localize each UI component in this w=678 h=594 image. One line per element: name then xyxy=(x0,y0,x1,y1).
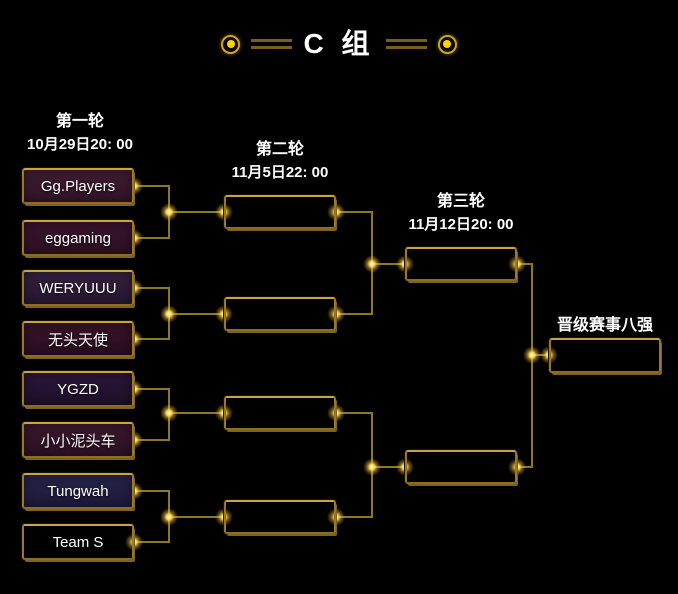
team-box-wutoutianshi: 无头天使 xyxy=(22,321,134,357)
round2-slot-3 xyxy=(224,396,336,430)
round2-date: 11月5日22: 00 xyxy=(231,164,329,181)
team-name: Tungwah xyxy=(47,482,109,500)
round1-header: 第一轮 10月29日20: 00 xyxy=(0,112,160,155)
team-name: YGZD xyxy=(57,380,99,398)
team-name: 无头天使 xyxy=(47,331,108,349)
junction-glow xyxy=(363,255,381,273)
round3-slot-2 xyxy=(405,450,517,484)
group-title: C 组 xyxy=(303,28,375,59)
junction-glow xyxy=(523,346,541,364)
junction-glow xyxy=(508,458,526,476)
ornament-double-line-left-icon xyxy=(251,39,293,49)
team-box-ygzd: YGZD xyxy=(22,371,134,407)
ornament-circle-left-icon xyxy=(221,34,241,54)
team-box-weryuuu: WERYUUU xyxy=(22,270,134,306)
ornament-dot-icon xyxy=(226,40,235,48)
round3-title: 第三轮 xyxy=(436,193,485,210)
round2-header: 第二轮 11月5日22: 00 xyxy=(200,140,360,183)
team-box-team-s: Team S xyxy=(22,524,134,560)
junction-glow xyxy=(160,508,178,526)
final-label: 晋级赛事八强 xyxy=(556,317,653,334)
round2-title: 第二轮 xyxy=(255,141,304,158)
ornament-double-line-right-icon xyxy=(385,39,427,49)
junction-glow xyxy=(327,203,345,221)
ornament-circle-right-icon xyxy=(437,34,457,54)
team-box-eggaming: eggaming xyxy=(22,220,134,256)
round1-title: 第一轮 xyxy=(55,113,104,130)
junction-glow xyxy=(363,458,381,476)
ornament-dot-icon xyxy=(443,40,451,48)
junction-glow xyxy=(160,203,178,221)
team-box-xiaoxiaonitouche: 小小泥头车 xyxy=(22,422,134,458)
junction-glow xyxy=(160,305,178,323)
team-name: WERYUUU xyxy=(39,279,117,297)
junction-glow xyxy=(508,255,526,273)
round3-header: 第三轮 11月12日20: 00 xyxy=(381,192,541,235)
round2-slot-4 xyxy=(224,500,336,534)
round3-slot-1 xyxy=(405,247,517,281)
round3-date: 11月12日20: 00 xyxy=(408,216,514,233)
final-slot xyxy=(549,338,661,373)
team-box-gg-players: Gg.Players xyxy=(22,168,134,204)
round2-slot-2 xyxy=(224,297,336,331)
junction-glow xyxy=(160,404,178,422)
round1-date: 10月29日20: 00 xyxy=(27,136,133,153)
team-name: 小小泥头车 xyxy=(40,432,116,450)
bracket-lines xyxy=(134,185,549,543)
junction-glow xyxy=(327,305,345,323)
junction-glow xyxy=(327,508,345,526)
junction-glow xyxy=(327,404,345,422)
team-box-tungwah: Tungwah xyxy=(22,473,134,509)
junction-glow xyxy=(125,533,143,551)
team-name: Team S xyxy=(52,533,104,551)
group-title-banner: C 组 xyxy=(0,29,678,59)
team-name: Gg.Players xyxy=(40,177,116,195)
team-name: eggaming xyxy=(45,229,111,247)
round2-slot-1 xyxy=(224,195,336,229)
